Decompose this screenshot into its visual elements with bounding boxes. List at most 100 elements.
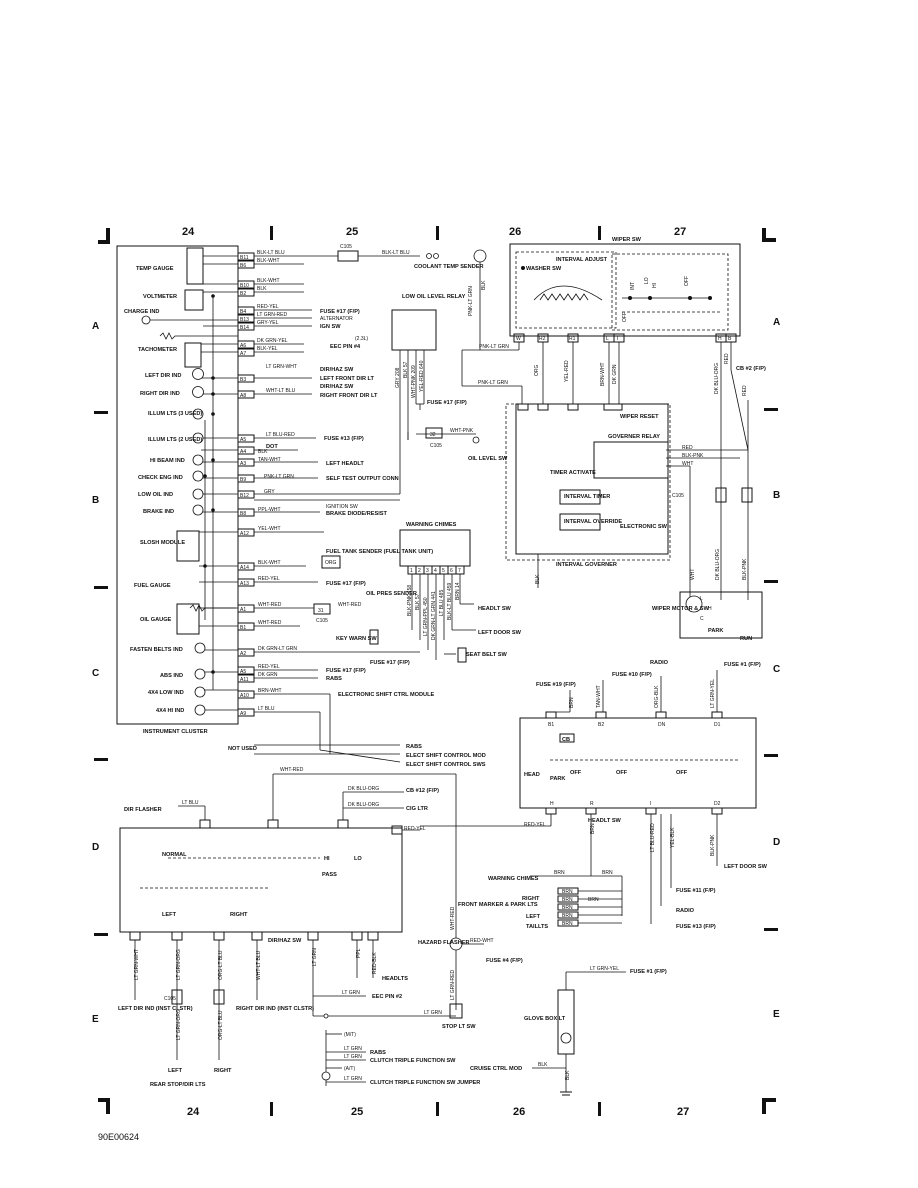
wire-color: LT GRN-WHT (266, 364, 297, 370)
taillts: TAILLTS (526, 924, 548, 930)
stop-lt-sw: STOP LT SW (442, 1024, 476, 1030)
wire-color: BLK (257, 286, 267, 292)
dirhaz-wire: LT GRN-ORG (176, 949, 182, 980)
pin-id: A9 (240, 711, 246, 717)
pin-id: B10 (240, 283, 249, 289)
wiper-pin: H (718, 336, 722, 342)
red-yel-wire: RED-YEL (404, 826, 426, 832)
radio-label: RADIO (650, 660, 669, 666)
row-label-a-right: A (773, 317, 780, 328)
wire-color: WHT-RED (338, 602, 362, 608)
lt-grn-wire: LT GRN (344, 1076, 362, 1082)
right-front-dir-lt: RIGHT FRONT DIR LT (320, 393, 378, 399)
wire-color: BLK-LT BLU (257, 250, 285, 256)
lt-grn-yel-wire: LT GRN-YEL (590, 966, 619, 972)
wire-color: LT BLU (258, 706, 275, 712)
gauge-label: FASTEN BELTS IND (130, 647, 183, 653)
left-front-dir-lt: LEFT FRONT DIR LT (320, 376, 375, 382)
warning-chimes-title: WARNING CHIMES (406, 522, 457, 528)
pin-id: B13 (240, 317, 249, 323)
lamp-wire: BRN (562, 921, 573, 927)
wire-color: BLK (258, 449, 268, 455)
fuse-1: FUSE #1 (F/P) (724, 662, 761, 668)
headlt-cb: CB (562, 737, 570, 743)
glove-box-lt: GLOVE BOX LT (524, 1016, 566, 1022)
dot-label: DOT (266, 444, 278, 450)
wire-color: BLK-LT BLU (382, 250, 410, 256)
wht-red-wire: WHT-RED (450, 906, 456, 930)
motor-pin: L (700, 596, 703, 602)
wiper-pin: R2 (539, 336, 546, 342)
relay-wire: WHT (682, 461, 693, 467)
wiper-wire: BRN-WHT (600, 362, 606, 386)
chime-wire: BLK 57 (415, 593, 421, 610)
headlt-sw-title: HEADLT SW (588, 818, 622, 824)
c105b-label: C105 (316, 618, 328, 624)
pass-label: PASS (322, 872, 337, 878)
blk-wire: BLK (565, 1070, 571, 1080)
rear-left: LEFT (168, 1068, 183, 1074)
cluster-title: INSTRUMENT CLUSTER (143, 729, 208, 735)
brake-diode: BRAKE DIODE/RESIST (326, 511, 387, 517)
rabs-label: RABS (326, 676, 342, 682)
left-headlt: LEFT HEADLT (326, 461, 364, 467)
headlt-wire: LT BLU-RED (650, 823, 656, 852)
relay-wire: BLK 57 (403, 361, 409, 378)
col-label-26-bottom: 26 (513, 1106, 525, 1118)
pin-id: B12 (240, 493, 249, 499)
cluster-wires (254, 255, 420, 763)
chime-wire: LT GRN-PPL 450 (423, 597, 429, 636)
relay-conn: 32 (430, 432, 436, 438)
wiper-pin: I (617, 336, 618, 342)
wiper-gnd: BLK (535, 574, 541, 584)
wiper-wire: DK BLU-ORG (714, 363, 720, 394)
wiper-wire: RED (742, 385, 748, 396)
headlt-pin: DN (658, 722, 666, 728)
relay-c105: C105 (430, 443, 442, 449)
engine-2-3l: (2.3L) (355, 336, 368, 342)
gauge-label: 4X4 HI IND (156, 708, 184, 714)
dirhaz-wire: WHT-LT BLU (256, 950, 262, 980)
wiper-pin: W (516, 336, 521, 342)
relay-wire: GRY 208 (395, 367, 401, 388)
wiper-wire: PNK-LT GRN (479, 344, 509, 350)
low-oil-level-relay: LOW OIL LEVEL RELAY GRY 208 BLK 57 WHT-P… (391, 294, 508, 494)
headlts-dest: HEADLTS (382, 976, 408, 982)
fuse-17c-label: FUSE #17 (F/P) (326, 668, 366, 674)
chime-wire: LT BLU 485 (439, 590, 445, 616)
switch-pos: OFF (622, 312, 628, 322)
headlt-pin: H (550, 801, 554, 807)
wiper-pin: R1 (569, 336, 576, 342)
pin-id: A14 (240, 565, 249, 571)
chime-pin: 5 (442, 568, 445, 574)
pin-id: A8 (240, 393, 246, 399)
wiper-wire: RED (724, 353, 730, 364)
seat-belt-sw: SEAT BELT SW (466, 652, 508, 658)
pin-id: B11 (240, 255, 249, 261)
timer-activate: TIMER ACTIVATE (550, 470, 596, 476)
right-lamps: RIGHT (522, 896, 540, 902)
switch-pos: OFF (684, 276, 690, 286)
wiper-c105: C105 (672, 493, 684, 499)
dirhaz-wire: ORG-LT BLU (218, 950, 224, 980)
wht-red-wire: WHT-RED (280, 767, 304, 773)
low-oil-relay-title: LOW OIL LEVEL RELAY (402, 294, 466, 300)
elect-shift-sws: ELECT SHIFT CONTROL SWS (406, 762, 486, 768)
gauge-label: OIL GAUGE (140, 617, 172, 623)
headlt-pin: R (590, 801, 594, 807)
glove-fuse-1: FUSE #1 (F/P) (630, 969, 667, 975)
chime-wire: BLK-LT BLU 459 (447, 582, 453, 620)
ignition-sw: IGNITION SW (326, 504, 358, 510)
row-label-b-left: B (92, 495, 99, 506)
brn-wire: BRN (554, 870, 565, 876)
col-label-24-bottom: 24 (187, 1106, 200, 1118)
auto-trans: (A/T) (344, 1066, 355, 1072)
pin-id: B3 (240, 377, 246, 383)
headlt-pin: B2 (598, 722, 604, 728)
rear-right: RIGHT (214, 1068, 232, 1074)
col-label-25-bottom: 25 (351, 1106, 363, 1118)
wire-color: DK GRN-LT GRN (258, 646, 297, 652)
relay-fuse: FUSE #17 (F/P) (427, 400, 467, 406)
right-dir-ind: RIGHT DIR IND (INST CLSTR) (236, 1006, 314, 1012)
park-label: PARK (708, 628, 723, 634)
